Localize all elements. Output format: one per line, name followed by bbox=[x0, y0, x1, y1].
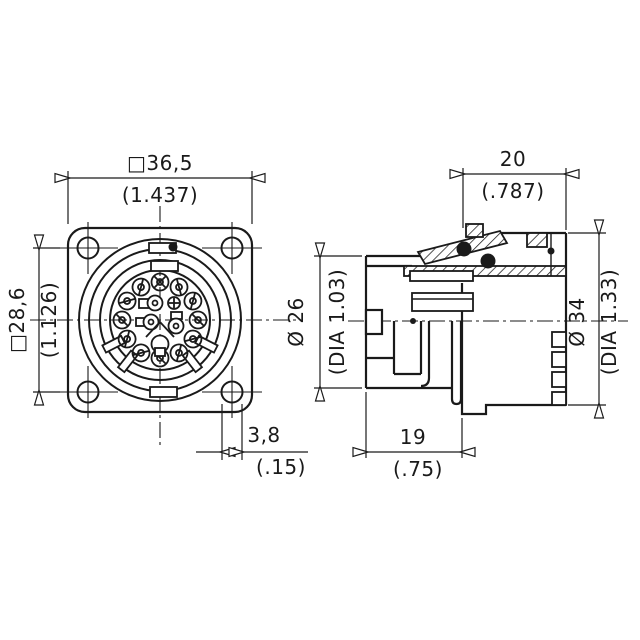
center-contacts bbox=[135, 294, 185, 357]
dim-body-diameter-metric: Ø 34 bbox=[565, 297, 589, 347]
dim-mounting-hole: 3,8 (.15) bbox=[196, 404, 308, 479]
side-view: 20 (.787) Ø 26 (DIA 1.03) Ø 34 (DIA 1.33… bbox=[284, 147, 628, 481]
orientation-dot bbox=[168, 242, 178, 252]
dim-mounting-hole-metric: 3,8 bbox=[247, 423, 280, 447]
dim-hole-spacing-imperial: (1.126) bbox=[37, 282, 61, 358]
dim-front-diameter: Ø 26 (DIA 1.03) bbox=[284, 256, 362, 388]
dim-flange-size-imperial: (1.437) bbox=[122, 183, 198, 207]
dim-body-diameter: Ø 34 (DIA 1.33) bbox=[565, 233, 621, 405]
dim-body-diameter-imperial: (DIA 1.33) bbox=[597, 269, 621, 375]
dim-front-length-metric: 19 bbox=[400, 425, 426, 449]
contact-ring bbox=[112, 272, 208, 368]
dim-rear-length-imperial: (.787) bbox=[481, 179, 544, 203]
side-outline bbox=[364, 231, 568, 416]
flange-outline bbox=[66, 226, 254, 414]
dim-flange-size: □36,5 (1.437) bbox=[68, 151, 252, 224]
dim-mounting-hole-imperial: (.15) bbox=[256, 455, 306, 479]
dim-hole-spacing: □28,6 (1.126) bbox=[5, 248, 61, 392]
front-view: □36,5 (1.437) □28,6 (1.126) 3,8 (.15) bbox=[5, 151, 308, 479]
dim-front-length: 19 (.75) bbox=[366, 392, 462, 481]
section-hatching bbox=[403, 223, 567, 312]
centerline-dot bbox=[410, 318, 416, 324]
keyway-slots bbox=[101, 242, 219, 398]
dim-rear-length-metric: 20 bbox=[500, 147, 526, 171]
dim-front-length-imperial: (.75) bbox=[393, 457, 443, 481]
mounting-holes bbox=[58, 222, 262, 418]
o-rings bbox=[456, 241, 555, 269]
dim-rear-length: 20 (.787) bbox=[463, 147, 566, 230]
dim-front-diameter-metric: Ø 26 bbox=[284, 297, 308, 347]
rear-serrations bbox=[551, 331, 567, 406]
dim-hole-spacing-metric: □28,6 bbox=[5, 287, 29, 353]
dim-front-diameter-imperial: (DIA 1.03) bbox=[325, 269, 349, 375]
dim-flange-size-metric: □36,5 bbox=[127, 151, 193, 175]
